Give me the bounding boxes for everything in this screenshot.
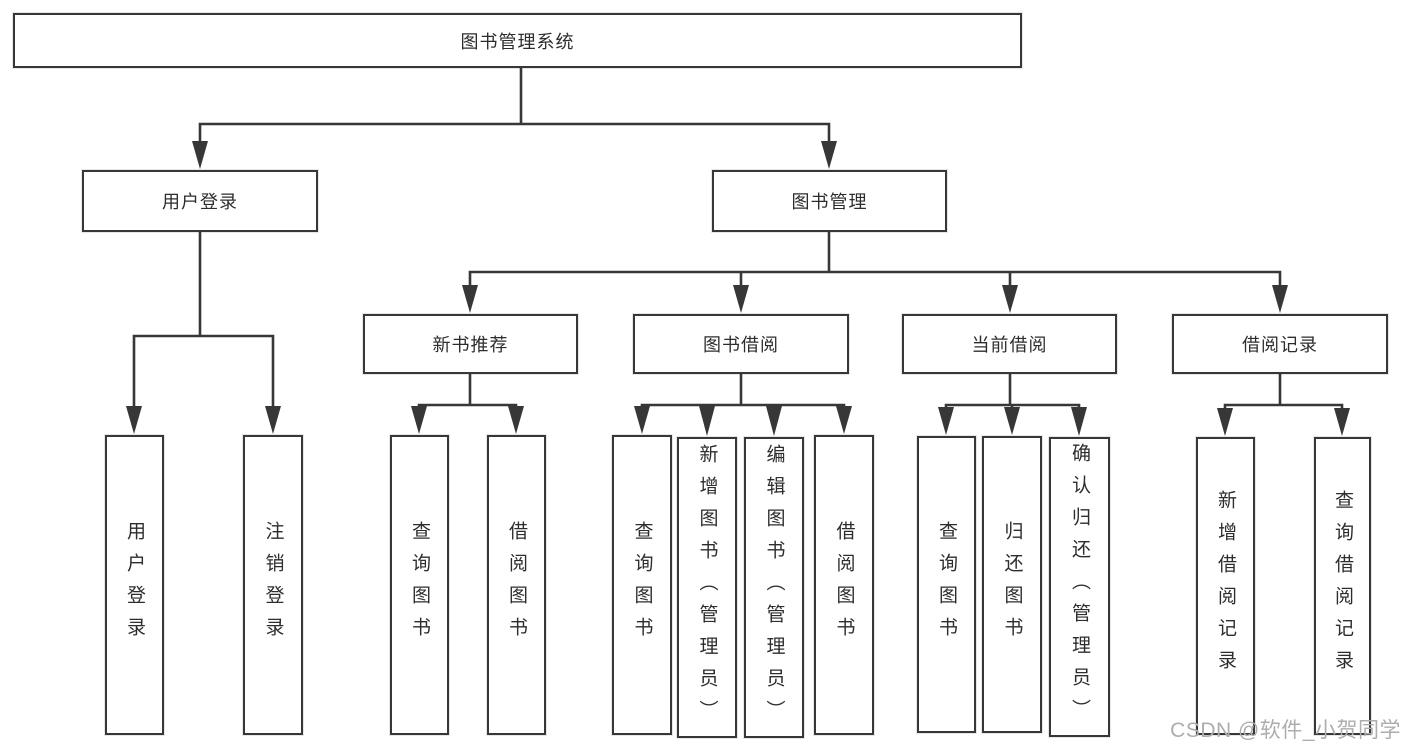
- node-root-system: 图书管理系统: [13, 13, 1022, 68]
- arrow-down-icon: [766, 406, 782, 436]
- arrow-down-icon: [1272, 285, 1288, 313]
- connector-user-login: [132, 230, 275, 412]
- leaf-logout: 注销登录: [243, 435, 303, 735]
- leaf-query-borrow-record: 查询借阅记录: [1314, 437, 1371, 735]
- leaf-query-books-2: 查询图书: [612, 435, 672, 735]
- arrow-down-icon: [462, 285, 478, 313]
- arrow-down-icon: [1002, 285, 1018, 313]
- leaf-add-borrow-record: 新增借阅记录: [1196, 437, 1255, 735]
- leaf-user-login: 用户登录: [105, 435, 164, 735]
- arrow-down-icon: [938, 407, 954, 435]
- leaf-borrow-books-1: 借阅图书: [487, 435, 546, 735]
- connector-borrow-records: [1223, 372, 1344, 415]
- connector-book-mgmt: [468, 230, 1282, 291]
- arrow-down-icon: [192, 141, 208, 169]
- leaf-query-books-3: 查询图书: [917, 436, 976, 733]
- arrowheads: [126, 141, 1350, 436]
- connector-book-borrow: [640, 372, 846, 414]
- arrow-down-icon: [1334, 408, 1350, 436]
- node-borrow-records: 借阅记录: [1172, 314, 1388, 374]
- leaf-return-book: 归还图书: [982, 436, 1042, 733]
- node-user-login: 用户登录: [82, 170, 318, 232]
- arrow-down-icon: [821, 141, 837, 169]
- connector-root: [198, 66, 831, 148]
- leaf-query-books-1: 查询图书: [390, 435, 449, 735]
- leaf-confirm-return-admin: 确认归还（管理员）: [1049, 437, 1110, 737]
- node-current-borrow: 当前借阅: [902, 314, 1117, 374]
- arrow-down-icon: [733, 285, 749, 313]
- leaf-borrow-books-2: 借阅图书: [814, 435, 874, 735]
- connector-current-borrow: [944, 372, 1081, 414]
- leaf-edit-book-admin: 编辑图书（管理员）: [744, 437, 804, 738]
- node-book-mgmt: 图书管理: [712, 170, 947, 232]
- arrow-down-icon: [634, 406, 650, 434]
- arrow-down-icon: [411, 406, 427, 434]
- arrow-down-icon: [508, 406, 524, 434]
- node-new-book-rec: 新书推荐: [363, 314, 578, 374]
- arrow-down-icon: [699, 406, 715, 436]
- node-book-borrow: 图书借阅: [633, 314, 849, 374]
- arrow-down-icon: [836, 406, 852, 434]
- arrow-down-icon: [265, 406, 281, 434]
- watermark: CSDN @软件_小贺同学: [1170, 719, 1401, 742]
- arrow-down-icon: [1071, 407, 1087, 436]
- arrow-down-icon: [1004, 407, 1020, 435]
- leaf-add-book-admin: 新增图书（管理员）: [677, 437, 737, 738]
- arrow-down-icon: [126, 406, 142, 434]
- arrow-down-icon: [1217, 408, 1233, 436]
- connector-new-book-rec: [417, 372, 518, 414]
